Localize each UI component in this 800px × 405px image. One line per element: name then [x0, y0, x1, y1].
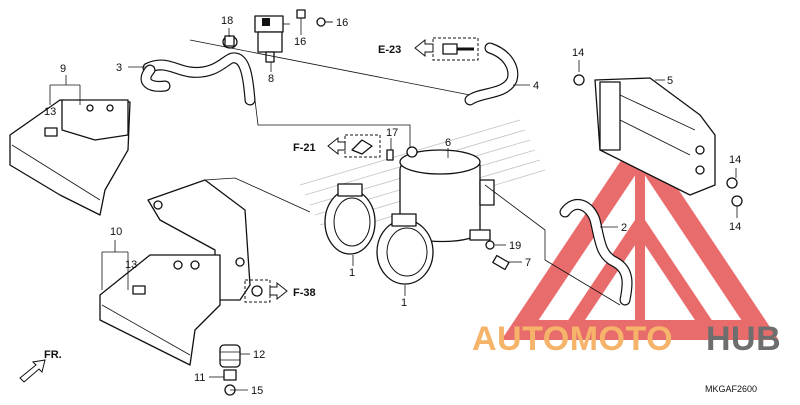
callout-16-top[interactable]: 16: [294, 36, 306, 48]
callout-15[interactable]: 15: [251, 385, 263, 397]
callout-14-top[interactable]: 14: [572, 47, 584, 59]
joint-e23[interactable]: [432, 37, 479, 61]
fitting-7[interactable]: [492, 254, 510, 271]
front-label: FR.: [44, 349, 62, 361]
band-1-left[interactable]: [324, 183, 376, 255]
callout-6[interactable]: 6: [445, 137, 451, 149]
callout-numbers: 3 9 13 10 13 18 8 16 16 4 14 5 6 17 1 1 …: [44, 15, 741, 397]
hose-2[interactable]: [559, 198, 633, 306]
callout-1-left[interactable]: 1: [349, 267, 355, 279]
callout-12[interactable]: 12: [253, 349, 265, 361]
route-line-2: [254, 99, 411, 160]
bolt-14-top[interactable]: [573, 74, 585, 86]
bolt-17[interactable]: [386, 149, 394, 161]
callout-14-right1[interactable]: 14: [729, 154, 741, 166]
watermark-logo: [501, 131, 779, 340]
screw-19[interactable]: [485, 240, 495, 250]
bolt-14-right1[interactable]: [726, 177, 738, 189]
hose-3[interactable]: [140, 52, 256, 106]
collar-11[interactable]: [223, 369, 237, 381]
bracket-5[interactable]: [594, 77, 716, 196]
bolt-16-top[interactable]: [296, 9, 306, 30]
callout-8[interactable]: 8: [268, 73, 274, 85]
callout-19[interactable]: 19: [509, 240, 521, 252]
ref-f21-text: F-21: [293, 142, 316, 154]
callout-4[interactable]: 4: [533, 80, 539, 92]
callout-9[interactable]: 9: [60, 63, 66, 75]
callout-7[interactable]: 7: [525, 257, 531, 269]
callout-16-right[interactable]: 16: [336, 17, 348, 29]
canister-6[interactable]: [399, 146, 495, 243]
route-line-4: [204, 177, 311, 213]
front-arrow: FR.: [19, 349, 62, 383]
rubber-12[interactable]: [219, 344, 241, 368]
ref-e23-text: E-23: [378, 44, 401, 56]
callout-11[interactable]: 11: [194, 372, 205, 384]
ref-arrow-f21[interactable]: F-21: [293, 136, 346, 156]
callout-13-top[interactable]: 13: [44, 106, 56, 118]
center-bracket[interactable]: [147, 179, 251, 301]
route-line-1: [189, 39, 471, 96]
callout-1-right[interactable]: 1: [401, 297, 407, 309]
solenoid-valve-8[interactable]: [254, 15, 290, 63]
watermark-word-right: HUB: [706, 320, 781, 358]
callout-5[interactable]: 5: [667, 75, 673, 87]
callout-3[interactable]: 3: [116, 62, 122, 74]
shield-10[interactable]: [99, 254, 221, 366]
callout-leaders: [49, 21, 738, 391]
callout-17[interactable]: 17: [386, 127, 398, 139]
ref-arrow-e23[interactable]: E-23: [378, 38, 434, 58]
band-1-right[interactable]: [376, 213, 434, 285]
hose-4[interactable]: [464, 42, 519, 106]
watermark-wordmark: AUTOMOTO HUB: [472, 320, 781, 358]
diagram-code: MKGAF2600: [705, 384, 757, 394]
callout-14-right2[interactable]: 14: [729, 221, 741, 233]
callout-10[interactable]: 10: [110, 226, 122, 238]
shield-9[interactable]: [9, 99, 131, 216]
callout-2[interactable]: 2: [621, 222, 627, 234]
bolt-14-right2[interactable]: [731, 195, 743, 207]
joint-f21[interactable]: [344, 134, 381, 158]
ref-f38-text: F-38: [293, 287, 316, 299]
callout-13-bottom[interactable]: 13: [125, 259, 137, 271]
route-line-3: [484, 184, 621, 306]
ref-arrow-f38[interactable]: F-38: [269, 281, 316, 301]
clamp-18[interactable]: [222, 35, 238, 49]
watermark-word-left: AUTOMOTO: [472, 320, 673, 358]
callout-18[interactable]: 18: [221, 15, 233, 27]
